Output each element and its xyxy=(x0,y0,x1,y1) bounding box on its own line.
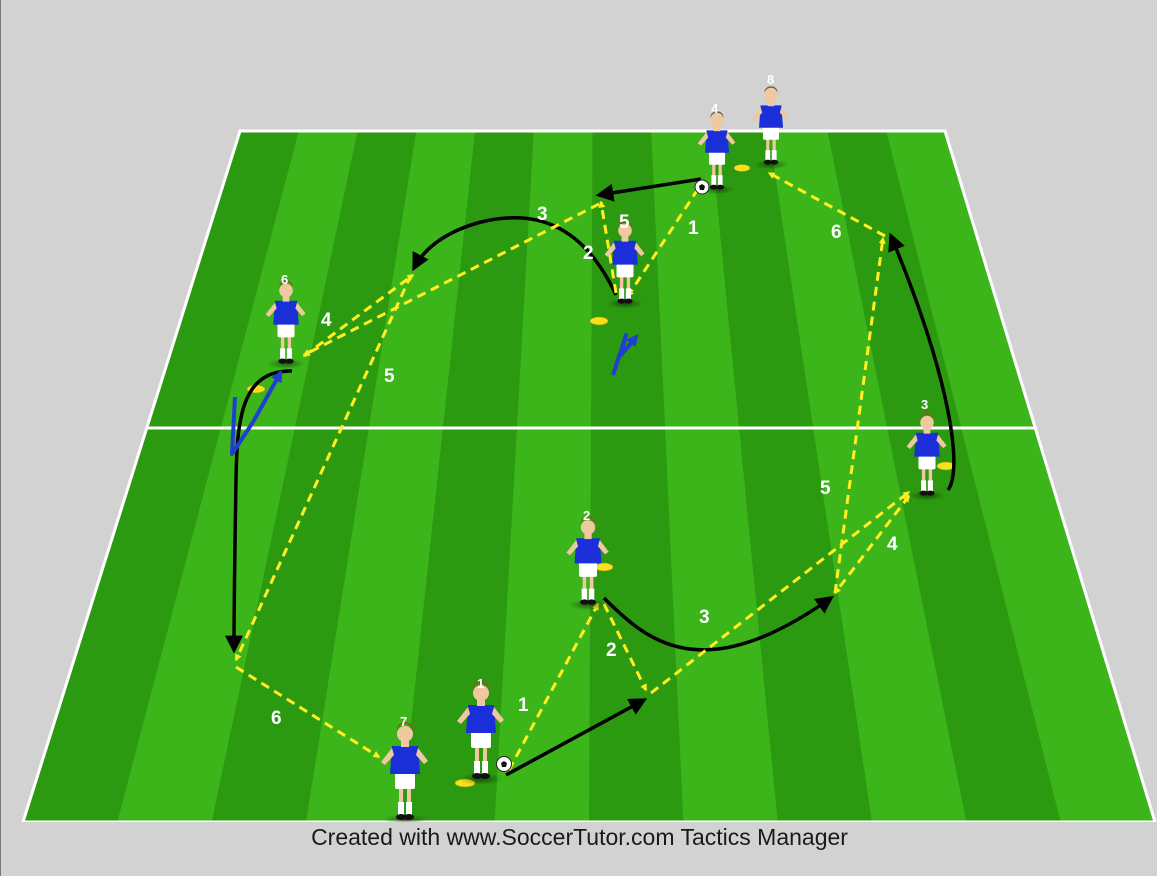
pass-arrow xyxy=(302,273,415,358)
sequence-label: 5 xyxy=(384,366,395,387)
dribble-arrow xyxy=(505,698,648,777)
pass-arrow xyxy=(507,602,600,771)
pitch-stripe xyxy=(23,131,299,822)
soccer-ball-icon xyxy=(496,756,512,772)
run-lines xyxy=(225,177,956,777)
sequence-label: 1 xyxy=(688,218,699,239)
curved-run-arrow xyxy=(412,215,618,296)
pitch-stripe xyxy=(400,131,534,822)
balls xyxy=(496,179,710,772)
tactics-diagram: 1 2 3 4 6 7 8 1 2 3 4 5 6 1 2 3 4 5 5 xyxy=(21,72,1157,822)
player-6 xyxy=(265,280,306,369)
curved-run-arrow xyxy=(888,232,956,492)
credit-text: Created with www.SoccerTutor.com Tactics… xyxy=(311,824,848,850)
player-3 xyxy=(906,412,947,501)
player-number-label: 6 xyxy=(281,272,288,287)
curved-run-arrow xyxy=(225,369,293,654)
pitch-stripe xyxy=(827,131,1061,822)
pass-arrow xyxy=(767,171,886,238)
sequence-label: 6 xyxy=(271,708,282,729)
player-number-label: 8 xyxy=(767,72,774,87)
movement-arrows xyxy=(230,333,639,456)
sequence-label: 2 xyxy=(606,640,617,661)
sequence-label: 3 xyxy=(537,204,548,225)
player-number-label: 3 xyxy=(921,397,928,412)
sequence-label: 5 xyxy=(820,478,831,499)
sequence-label: 1 xyxy=(518,695,529,716)
dribble-arrow xyxy=(595,177,702,202)
cone xyxy=(733,164,751,172)
player-2 xyxy=(566,516,609,611)
movement-arrow xyxy=(230,369,283,456)
pass-arrow xyxy=(626,188,700,298)
player-4 xyxy=(697,111,736,195)
sequence-label: 5 xyxy=(619,212,630,233)
cone xyxy=(594,562,614,572)
curved-run-arrow xyxy=(602,595,834,652)
movement-arrow xyxy=(611,333,639,376)
pitch-stripe xyxy=(710,131,872,822)
sequence-label: 3 xyxy=(699,607,710,628)
sequence-label: 2 xyxy=(583,243,594,264)
pass-arrow xyxy=(598,200,618,294)
pass-lines xyxy=(234,171,911,771)
player-number-label: 1 xyxy=(477,676,484,691)
player-number-label: 7 xyxy=(400,714,407,729)
sequence-label: 4 xyxy=(321,310,332,331)
pass-arrow xyxy=(234,274,413,662)
player-7 xyxy=(381,722,428,822)
player-1 xyxy=(457,681,504,785)
player-8 xyxy=(751,86,790,170)
players: 1 2 3 4 6 7 8 xyxy=(265,72,947,822)
player-number-label: 2 xyxy=(583,508,590,523)
sequence-labels: 1 2 3 4 5 6 1 2 3 4 5 5 6 xyxy=(271,204,898,729)
soccer-ball-icon xyxy=(694,179,710,195)
sequence-label: 4 xyxy=(887,534,898,555)
pass-arrow xyxy=(833,494,911,595)
pass-arrow xyxy=(235,665,381,759)
pass-arrow xyxy=(602,603,648,692)
sequence-label: 6 xyxy=(831,222,842,243)
cone xyxy=(589,316,609,326)
player-number-label: 4 xyxy=(711,101,719,116)
player-5 xyxy=(604,220,645,309)
